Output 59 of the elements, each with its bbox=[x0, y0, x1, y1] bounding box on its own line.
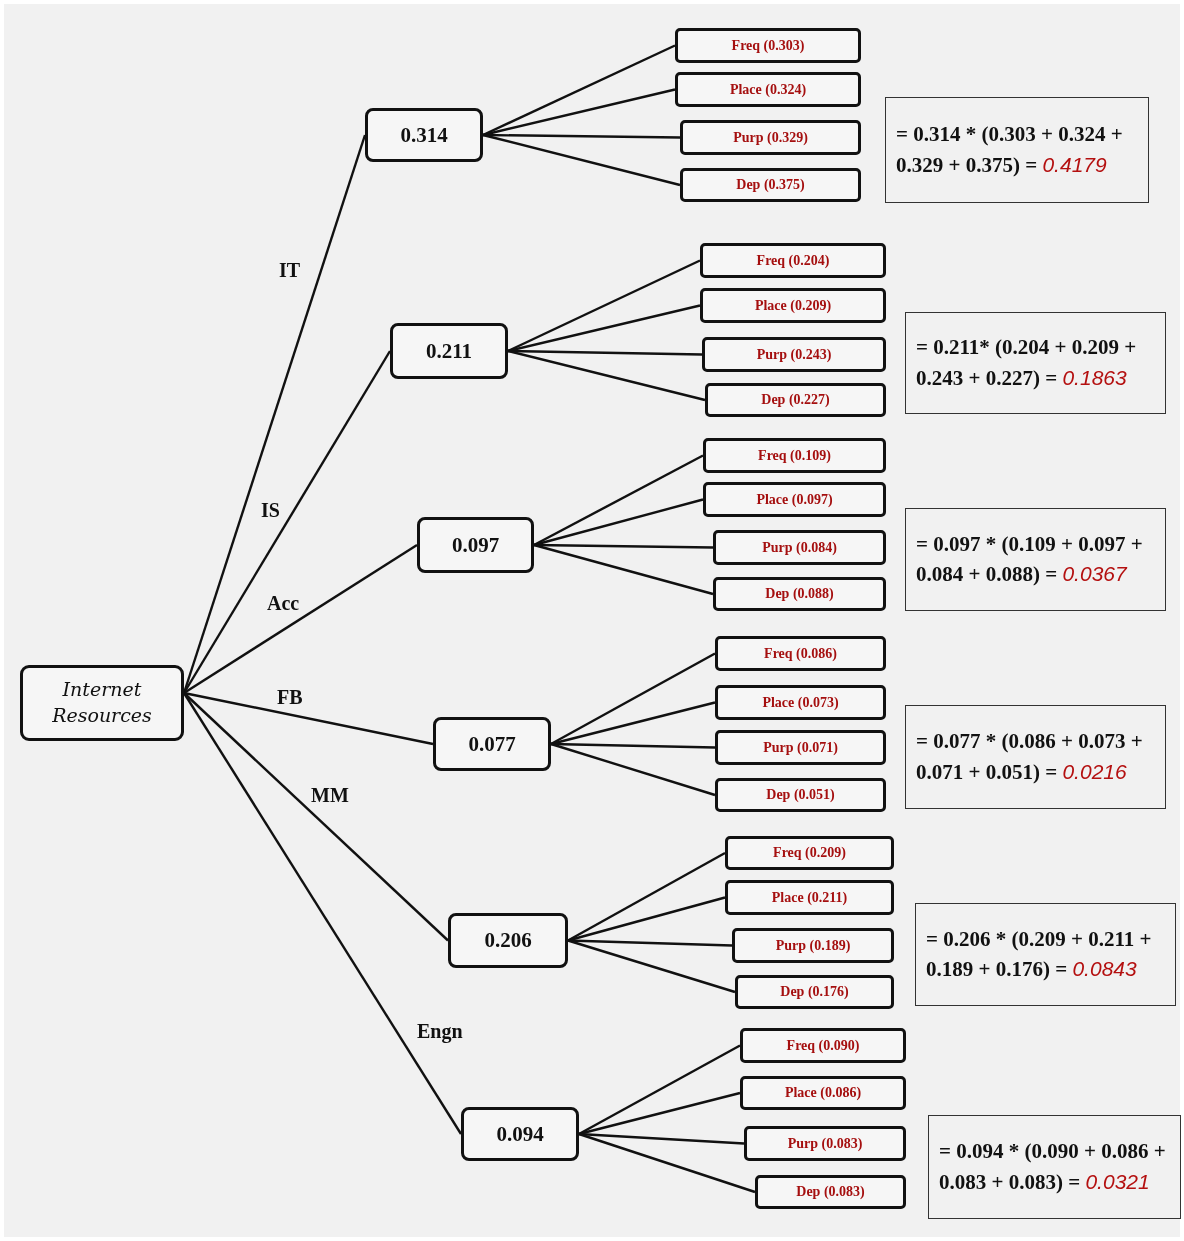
connector-line bbox=[578, 1132, 745, 1145]
weight-box: 0.314 bbox=[365, 108, 483, 162]
criterion-box: Place (0.324) bbox=[675, 72, 861, 107]
weight-box: 0.206 bbox=[448, 913, 568, 968]
criterion-box: Place (0.073) bbox=[715, 685, 886, 720]
root-node-box: Internet Resources bbox=[20, 665, 184, 741]
connector-line bbox=[567, 939, 736, 994]
criterion-box: Freq (0.204) bbox=[700, 243, 886, 278]
criterion-box: Freq (0.090) bbox=[740, 1028, 906, 1063]
formula-box: = 0.077 * (0.086 + 0.073 + 0.071 + 0.051) = 0.0216 bbox=[905, 705, 1166, 809]
criterion-box: Dep (0.227) bbox=[705, 383, 886, 417]
criterion-box: Dep (0.088) bbox=[713, 577, 886, 611]
weight-box: 0.211 bbox=[390, 323, 508, 379]
criterion-box: Place (0.086) bbox=[740, 1076, 906, 1110]
criterion-box: Dep (0.051) bbox=[715, 778, 886, 812]
criterion-box: Freq (0.086) bbox=[715, 636, 886, 671]
criterion-box: Dep (0.176) bbox=[735, 975, 894, 1009]
connector-line bbox=[507, 304, 701, 353]
connector-line bbox=[482, 88, 676, 137]
formula-box: = 0.094 * (0.090 + 0.086 + 0.083 + 0.083) = 0.0321 bbox=[928, 1115, 1181, 1219]
criterion-box: Place (0.097) bbox=[703, 482, 886, 517]
connector-line bbox=[183, 691, 434, 746]
connector-line bbox=[533, 454, 704, 547]
formula-box: = 0.206 * (0.209 + 0.211 + 0.189 + 0.176) = 0.0843 bbox=[915, 903, 1176, 1006]
connector-line bbox=[183, 692, 449, 942]
connector-line bbox=[550, 652, 716, 746]
weight-box: 0.097 bbox=[417, 517, 534, 573]
connector-line bbox=[183, 544, 418, 694]
connector-line bbox=[578, 1132, 756, 1194]
criterion-box: Purp (0.329) bbox=[680, 120, 861, 155]
connector-line bbox=[183, 692, 462, 1135]
connector-line bbox=[534, 543, 713, 549]
criterion-box: Dep (0.375) bbox=[680, 168, 861, 202]
criterion-box: Purp (0.071) bbox=[715, 730, 886, 765]
connector-line bbox=[483, 133, 680, 139]
connector-line bbox=[482, 133, 681, 187]
criterion-box: Freq (0.109) bbox=[703, 438, 886, 473]
criterion-box: Purp (0.243) bbox=[702, 337, 886, 372]
formula-box: = 0.097 * (0.109 + 0.097 + 0.084 + 0.088) = 0.0367 bbox=[905, 508, 1166, 611]
criterion-box: Purp (0.084) bbox=[713, 530, 886, 565]
criterion-box: Freq (0.303) bbox=[675, 28, 861, 63]
formula-box: = 0.314 * (0.303 + 0.324 + 0.329 + 0.375) = 0.4179 bbox=[885, 97, 1149, 203]
criterion-box: Place (0.209) bbox=[700, 288, 886, 323]
connector-line bbox=[507, 259, 701, 353]
weight-box: 0.077 bbox=[433, 717, 551, 771]
connector-line bbox=[507, 349, 706, 402]
connector-line bbox=[567, 851, 726, 942]
criterion-box: Dep (0.083) bbox=[755, 1175, 906, 1209]
criterion-box: Purp (0.189) bbox=[732, 928, 894, 963]
connector-line bbox=[482, 44, 676, 137]
criterion-box: Freq (0.209) bbox=[725, 836, 894, 870]
weight-box: 0.094 bbox=[461, 1107, 579, 1161]
criterion-box: Place (0.211) bbox=[725, 880, 894, 915]
criterion-box: Purp (0.083) bbox=[744, 1126, 906, 1161]
connector-line bbox=[550, 742, 716, 749]
connector-line bbox=[550, 742, 716, 797]
connector-line bbox=[533, 543, 714, 596]
connector-line bbox=[578, 1044, 741, 1136]
formula-box: = 0.211* (0.204 + 0.209 + 0.243 + 0.227) = 0.1863 bbox=[905, 312, 1166, 414]
